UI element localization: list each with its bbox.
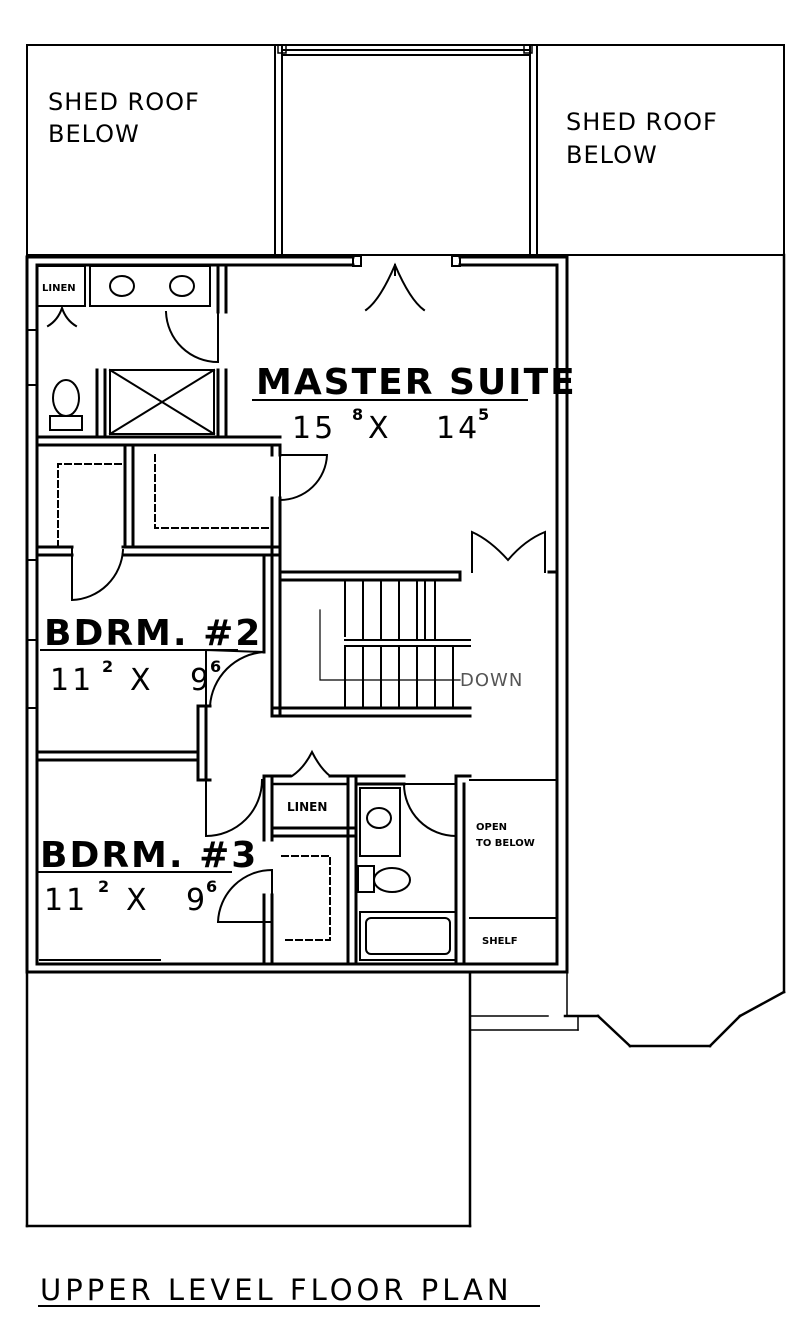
notes: SHED ROOF BELOW SHED ROOF BELOW <box>48 88 718 169</box>
room-bedroom-2: BDRM. #2 11 2 X 9 6 <box>40 613 262 698</box>
linen-door-icon <box>46 304 78 328</box>
roof-outline <box>26 44 785 256</box>
linen-top-label: LINEN <box>42 283 76 294</box>
sink-right-icon <box>169 275 195 297</box>
master-suite-name: MASTER SUITE <box>256 362 577 403</box>
room-bedroom-3: BDRM. #3 11 2 X 9 6 <box>38 835 258 918</box>
linen-hall-label: LINEN <box>287 800 327 814</box>
closet-shelves <box>57 454 331 941</box>
toilet-bath-icon <box>373 867 411 893</box>
bedroom-2-name: BDRM. #2 <box>44 613 262 654</box>
master-suite-width: 15 <box>292 411 336 446</box>
linen-cabinet <box>36 265 86 307</box>
sink-left-icon <box>109 275 135 297</box>
doors <box>71 262 546 924</box>
stairs <box>319 579 471 709</box>
shed-roof-right-line2: BELOW <box>566 141 658 169</box>
bath-vanity <box>359 787 401 857</box>
plan-title: UPPER LEVEL FLOOR PLAN <box>38 1273 540 1307</box>
bedroom-2-width: 11 <box>50 663 94 698</box>
bedroom-2-width-sup: 2 <box>102 657 113 676</box>
shed-roof-right-line1: SHED ROOF <box>566 108 718 136</box>
master-suite-width-sup: 8 <box>352 405 363 424</box>
stairs-down-label: DOWN <box>460 670 523 691</box>
bedroom-3-x: X <box>126 883 150 918</box>
room-master-suite: MASTER SUITE 15 8 X 14 5 <box>252 362 577 446</box>
shed-roof-left-line2: BELOW <box>48 120 140 148</box>
garage-roof-below <box>25 970 472 1228</box>
bedroom-2-depth: 9 <box>190 663 212 698</box>
small-labels: LINEN LINEN OPEN TO BELOW SHELF DOWN <box>42 283 535 947</box>
bedroom-3-name: BDRM. #3 <box>40 835 258 876</box>
bedroom-3-width-sup: 2 <box>98 877 109 896</box>
toilet-master-icon <box>52 379 80 417</box>
master-suite-depth-sup: 5 <box>478 405 489 424</box>
bedroom-2-x: X <box>130 663 154 698</box>
sink-bath-icon <box>366 807 392 829</box>
shower-stall <box>109 369 215 435</box>
plumbing-fixtures <box>36 265 457 961</box>
bedroom-3-width: 11 <box>44 883 88 918</box>
open-to-below-line1: OPEN <box>476 822 507 833</box>
open-to-below-line2: TO BELOW <box>476 838 535 849</box>
shelf-label: SHELF <box>482 936 518 947</box>
master-suite-x: X <box>368 411 392 446</box>
hall-linen <box>270 782 350 830</box>
exterior-walls <box>25 255 569 974</box>
bedroom-3-depth-sup: 6 <box>206 877 217 896</box>
vanity-counter <box>89 265 211 307</box>
master-suite-depth: 14 <box>436 411 480 446</box>
windows <box>27 329 161 961</box>
shed-roof-left-line1: SHED ROOF <box>48 88 200 116</box>
bathtub <box>359 911 457 961</box>
bedroom-3-depth: 9 <box>186 883 208 918</box>
plan-title-text: UPPER LEVEL FLOOR PLAN <box>40 1273 513 1307</box>
bedroom-2-depth-sup: 6 <box>210 657 221 676</box>
